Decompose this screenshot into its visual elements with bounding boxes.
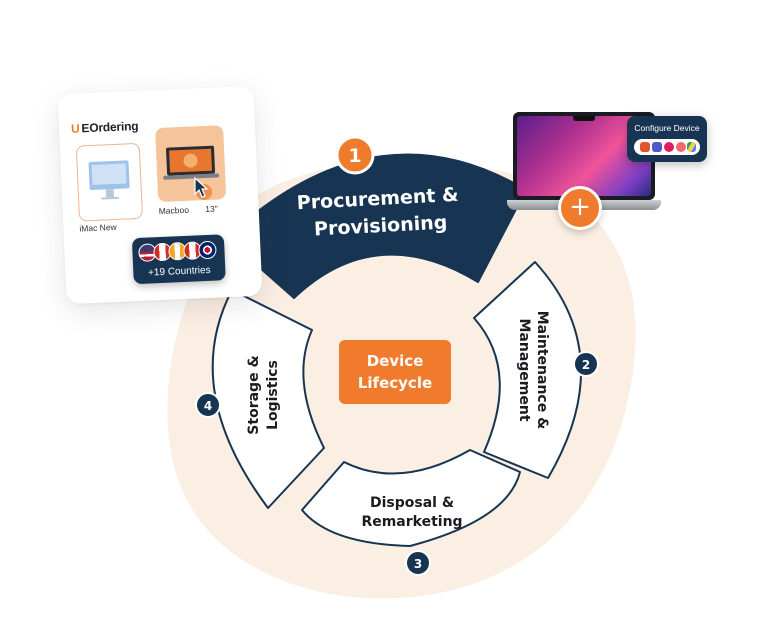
product-tile-macbook[interactable]: [155, 125, 227, 203]
stage-4-segment[interactable]: [211, 289, 325, 509]
stage-4-label-line1: Storage &: [246, 355, 262, 434]
add-device-button[interactable]: +: [558, 186, 602, 230]
stage-3-label-line1: Disposal &: [370, 495, 454, 511]
imac-icon: [88, 160, 130, 200]
slack-icon: [664, 142, 674, 152]
asana-icon: [676, 142, 686, 152]
configure-device-title: Configure Device: [634, 123, 700, 133]
stage-3-number: 3: [414, 557, 422, 571]
stage-2-number: 2: [582, 358, 590, 372]
stage-1-number: 1: [348, 145, 361, 167]
center-badge: [339, 340, 451, 404]
countries-label: +19 Countries: [147, 264, 211, 279]
product-label-macbook-name: Macboo: [158, 204, 190, 217]
stage-3-segment[interactable]: [301, 449, 521, 547]
center-label-line1: Device: [367, 352, 424, 370]
macbook-icon: [163, 145, 220, 180]
stage-4-badge: [195, 392, 221, 418]
product-label-macbook: Macboo 13": [158, 203, 217, 216]
drive-icon: [687, 142, 696, 152]
eordering-logo-text: EOrdering: [81, 118, 139, 136]
stage-2-badge: [573, 351, 599, 377]
stage-3-badge: [405, 550, 431, 576]
stage-1-badge: [335, 135, 375, 175]
product-label-imac: iMac New: [79, 221, 117, 234]
stage-3-label-line2: Remarketing: [361, 514, 462, 530]
product-label-macbook-size: 13": [205, 203, 218, 215]
stage-2-label-line1: Maintenance &: [534, 311, 550, 430]
stage-2-segment[interactable]: [473, 261, 582, 479]
country-flags: [138, 240, 217, 262]
stage-2-label-line2: Management: [516, 318, 532, 421]
app-icons-row: [634, 139, 700, 155]
center-label-line2: Lifecycle: [358, 374, 432, 392]
uk-flag-icon: [198, 240, 217, 260]
cursor-icon: [194, 176, 212, 200]
teams-icon: [652, 142, 662, 152]
stage-4-label-line2: Logistics: [265, 360, 281, 430]
office-icon: [640, 142, 650, 152]
configure-device-card[interactable]: Configure Device: [627, 116, 707, 162]
eordering-card: UEOrdering iMac New Macboo 13": [57, 85, 263, 305]
countries-badge: +19 Countries: [131, 234, 226, 285]
laptop-notch: [573, 116, 595, 121]
eordering-logo: UEOrdering: [71, 119, 139, 136]
eordering-logo-mark: U: [70, 121, 80, 136]
product-tile-imac[interactable]: [75, 142, 144, 222]
stage-4-number: 4: [204, 399, 212, 413]
